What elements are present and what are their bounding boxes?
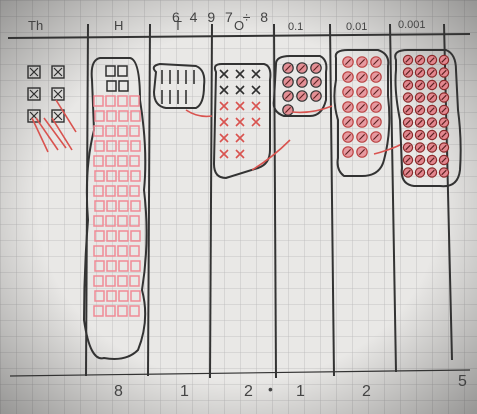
place-value-counter xyxy=(415,55,424,64)
header-hundredths: 0.01 xyxy=(346,21,367,33)
place-value-counter xyxy=(415,93,424,102)
place-value-counter xyxy=(427,93,436,102)
place-value-counter xyxy=(357,87,367,97)
place-value-counter xyxy=(343,72,353,82)
place-value-counter xyxy=(427,130,436,139)
place-value-counter xyxy=(403,168,412,177)
place-value-counter xyxy=(439,93,448,102)
place-value-counter xyxy=(283,91,293,101)
place-value-counter xyxy=(415,130,424,139)
place-value-counter xyxy=(415,68,424,77)
place-value-counter xyxy=(439,168,448,177)
place-value-counter xyxy=(415,143,424,152)
problem-text: 6 4 9 7 ÷ 8 xyxy=(172,9,271,25)
header-tenths: 0.1 xyxy=(288,21,303,33)
place-value-counter xyxy=(311,63,321,73)
place-value-counter xyxy=(371,117,381,127)
place-value-counter xyxy=(439,55,448,64)
place-value-counter xyxy=(283,77,293,87)
place-value-counter xyxy=(403,105,412,114)
place-value-counter xyxy=(357,57,367,67)
place-value-counter xyxy=(343,147,353,157)
place-value-counter xyxy=(403,130,412,139)
place-value-counter xyxy=(371,132,381,142)
place-value-counter xyxy=(357,72,367,82)
place-value-counter xyxy=(427,80,436,89)
place-value-counter xyxy=(343,132,353,142)
place-value-counter xyxy=(283,105,293,115)
result-hundredths: 2 xyxy=(362,383,371,400)
place-value-counter xyxy=(343,57,353,67)
place-value-counter xyxy=(439,155,448,164)
place-value-counter xyxy=(403,143,412,152)
place-value-counter xyxy=(371,72,381,82)
place-value-counter xyxy=(427,68,436,77)
place-value-counter xyxy=(297,77,307,87)
place-value-counter xyxy=(439,80,448,89)
place-value-counter xyxy=(357,147,367,157)
place-value-counter xyxy=(439,118,448,127)
place-value-counter xyxy=(343,117,353,127)
place-value-counter xyxy=(357,117,367,127)
place-value-counter xyxy=(343,87,353,97)
place-value-counter xyxy=(403,93,412,102)
place-value-counter xyxy=(357,132,367,142)
place-value-counter xyxy=(403,55,412,64)
place-value-counter xyxy=(343,102,353,112)
place-value-counter xyxy=(427,55,436,64)
place-value-counter xyxy=(403,118,412,127)
place-value-counter xyxy=(311,77,321,87)
header-th: Th xyxy=(28,18,43,33)
place-value-counter xyxy=(371,87,381,97)
place-value-counter xyxy=(415,105,424,114)
place-value-counter xyxy=(415,155,424,164)
place-value-counter xyxy=(403,155,412,164)
header-o: O xyxy=(234,18,244,33)
place-value-counter xyxy=(439,130,448,139)
place-value-counter xyxy=(283,63,293,73)
result-tenths: 1 xyxy=(296,383,305,400)
place-value-counter xyxy=(415,118,424,127)
place-value-counter xyxy=(439,143,448,152)
result-decimal-point: • xyxy=(268,381,273,397)
place-value-counter xyxy=(403,80,412,89)
place-value-counter xyxy=(297,63,307,73)
result-thousandths: 5 xyxy=(458,373,467,390)
header-h: H xyxy=(114,18,123,33)
result-tens: 1 xyxy=(180,383,189,400)
place-value-counter xyxy=(297,91,307,101)
place-value-counter xyxy=(427,155,436,164)
place-value-counter xyxy=(439,105,448,114)
place-value-counter xyxy=(439,68,448,77)
hundredths-counters xyxy=(343,57,381,157)
place-value-counter xyxy=(427,168,436,177)
place-value-counter xyxy=(415,80,424,89)
place-value-counter xyxy=(427,118,436,127)
place-value-counter xyxy=(371,102,381,112)
place-value-counter xyxy=(403,68,412,77)
place-value-counter xyxy=(371,57,381,67)
result-hundreds: 8 xyxy=(114,383,123,400)
place-value-counter xyxy=(415,168,424,177)
header-thousandths: 0.001 xyxy=(398,19,426,31)
place-value-counter xyxy=(311,91,321,101)
place-value-counter xyxy=(427,105,436,114)
header-t: T xyxy=(174,18,182,33)
result-ones: 2 xyxy=(244,383,253,400)
place-value-counter xyxy=(357,102,367,112)
place-value-counter xyxy=(427,143,436,152)
